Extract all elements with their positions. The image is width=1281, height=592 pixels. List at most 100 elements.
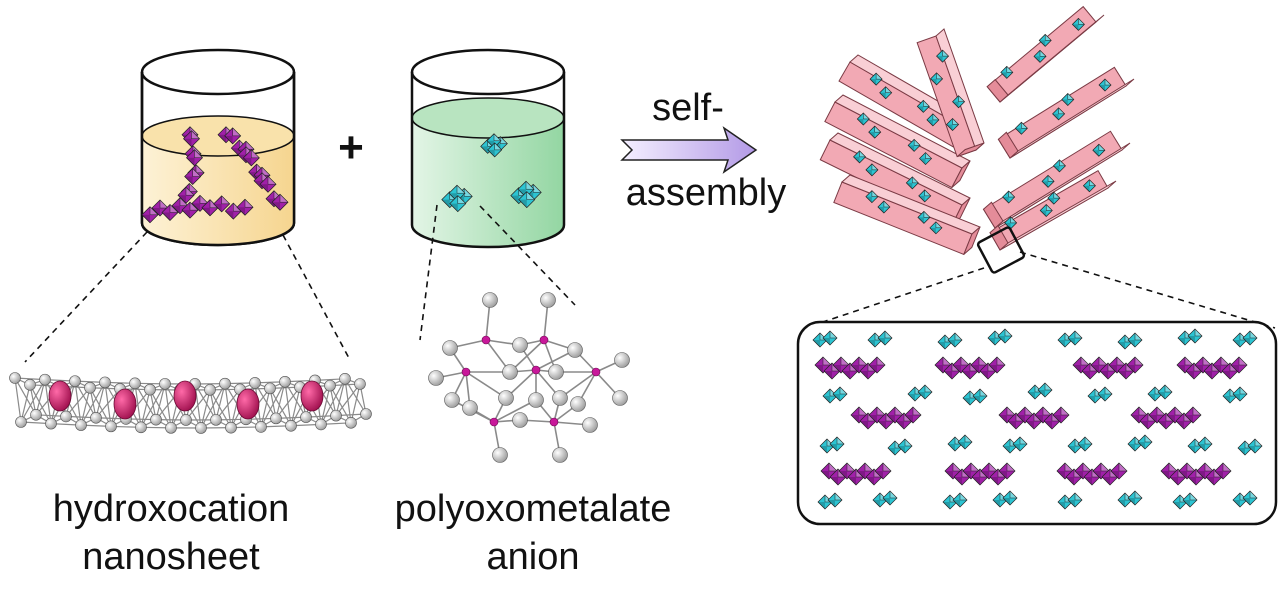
- pom-polyhedron: [916, 99, 930, 113]
- polyhedron: [213, 195, 231, 213]
- oxygen-atom: [285, 419, 297, 432]
- pom-polyhedron: [1071, 17, 1086, 31]
- nanosheet-polyhedron: [1230, 356, 1248, 374]
- pom-polyhedron: [1067, 492, 1083, 508]
- polyhedron: [448, 184, 466, 202]
- polyhedron: [259, 175, 277, 193]
- polyhedron: [184, 167, 202, 186]
- crystal-rod: [916, 28, 985, 158]
- pom-polyhedron: [1182, 492, 1198, 508]
- crystal-rod: [824, 94, 971, 189]
- self-assembly-arrow: [620, 126, 758, 174]
- metal-atom: [113, 388, 137, 420]
- polyhedron: [242, 149, 260, 167]
- pom-polyhedron: [946, 117, 960, 132]
- pom-polyhedron: [947, 332, 963, 348]
- metal-atom: [173, 380, 197, 412]
- pom-polyhedron: [1087, 388, 1103, 404]
- pom-cluster: [480, 133, 508, 158]
- pom-polyhedron: [905, 176, 919, 190]
- pom-polyhedron: [865, 163, 879, 177]
- oxygen-atom: [552, 447, 568, 463]
- pom-polyhedron: [856, 112, 870, 126]
- oxygen-atom: [9, 372, 21, 384]
- pom-polyhedron: [1014, 121, 1029, 135]
- polyhedron: [177, 186, 195, 204]
- pom-polyhedron: [936, 49, 950, 63]
- pom-polyhedron: [997, 328, 1013, 344]
- pom-polyhedron: [972, 388, 988, 404]
- assembled-crystal-rods: [819, 5, 1135, 256]
- oxygen-atom: [270, 412, 282, 425]
- pom-polyhedron: [879, 86, 893, 100]
- oxygen-atom: [165, 422, 177, 434]
- pom-polyhedron: [868, 125, 882, 139]
- oxygen-atom: [264, 382, 276, 395]
- pom-polyhedron: [1002, 190, 1016, 204]
- pom-polyhedron: [1157, 384, 1173, 400]
- oxygen-atom: [462, 400, 478, 416]
- pom-label-line2: anion: [486, 536, 580, 578]
- oxygen-atom: [249, 377, 261, 389]
- oxygen-atom: [225, 421, 237, 434]
- oxygen-atom: [75, 419, 87, 431]
- oxygen-atom: [345, 417, 357, 429]
- pom-polyhedron: [1097, 386, 1113, 402]
- pom-polyhedron: [1002, 490, 1018, 506]
- oxygen-atom: [90, 411, 102, 424]
- nanosheet-label-line2: nanosheet: [82, 536, 260, 578]
- pom-polyhedron: [1041, 174, 1055, 188]
- nanosheet-polyhedron: [1126, 356, 1144, 374]
- oxygen-atom: [582, 417, 598, 433]
- oxygen-atom: [60, 410, 72, 423]
- pom-polyhedron: [865, 190, 879, 204]
- nanosheet-beaker: [140, 48, 296, 247]
- nanosheet-fragment: [217, 126, 289, 211]
- oxygen-atom: [512, 412, 528, 428]
- nanosheet-polyhedron: [904, 406, 922, 424]
- oxygen-atom: [612, 390, 628, 406]
- pom-polyhedron: [853, 150, 867, 164]
- oxygen-atom: [354, 378, 366, 390]
- polyhedron: [518, 190, 536, 209]
- pom-polyhedron: [1077, 436, 1093, 452]
- pom-polyhedron: [929, 221, 943, 235]
- oxygen-atom: [150, 413, 162, 426]
- pom-polyhedron: [957, 434, 973, 450]
- oxygen-atom: [84, 381, 96, 394]
- pom-polyhedron: [930, 72, 944, 86]
- pom-polyhedron: [926, 113, 940, 127]
- metal-atom: [481, 335, 491, 345]
- pom-polyhedron: [1061, 92, 1075, 106]
- pom-polyhedron: [1098, 78, 1112, 92]
- nanosheet-polyhedron: [1052, 406, 1070, 424]
- pom-polyhedron: [882, 490, 898, 506]
- pom-polyhedron: [1242, 490, 1258, 506]
- metal-atom: [461, 367, 471, 377]
- polyhedron: [161, 203, 179, 221]
- pom-cluster: [510, 180, 542, 209]
- pom-polyhedron: [1137, 434, 1153, 450]
- crystal-rod: [997, 66, 1135, 159]
- pom-polyhedron: [952, 492, 968, 508]
- pom-polyhedron: [1039, 203, 1053, 218]
- pom-polyhedron: [887, 440, 903, 456]
- crystal-rod: [986, 5, 1105, 103]
- nanosheet-ball-and-stick: [9, 372, 372, 434]
- pom-polyhedron: [1092, 143, 1106, 157]
- oxygen-atom: [528, 392, 544, 408]
- nanosheet-polyhedron: [874, 462, 892, 480]
- oxygen-atom: [180, 414, 192, 426]
- nanosheet-fragment: [177, 126, 205, 204]
- crystal-selection-box: [976, 226, 1026, 274]
- oxygen-atom: [300, 411, 312, 423]
- nanosheet-polyhedron: [998, 462, 1016, 480]
- pom-polyhedron: [1067, 330, 1083, 346]
- oxygen-atom: [39, 373, 51, 386]
- nanosheet-polyhedron: [1148, 406, 1166, 424]
- pom-polyhedron: [1187, 438, 1203, 454]
- metal-atom: [489, 417, 499, 427]
- oxygen-atom: [255, 421, 267, 433]
- oxygen-atom: [552, 390, 568, 406]
- pom-polyhedron: [1047, 191, 1061, 205]
